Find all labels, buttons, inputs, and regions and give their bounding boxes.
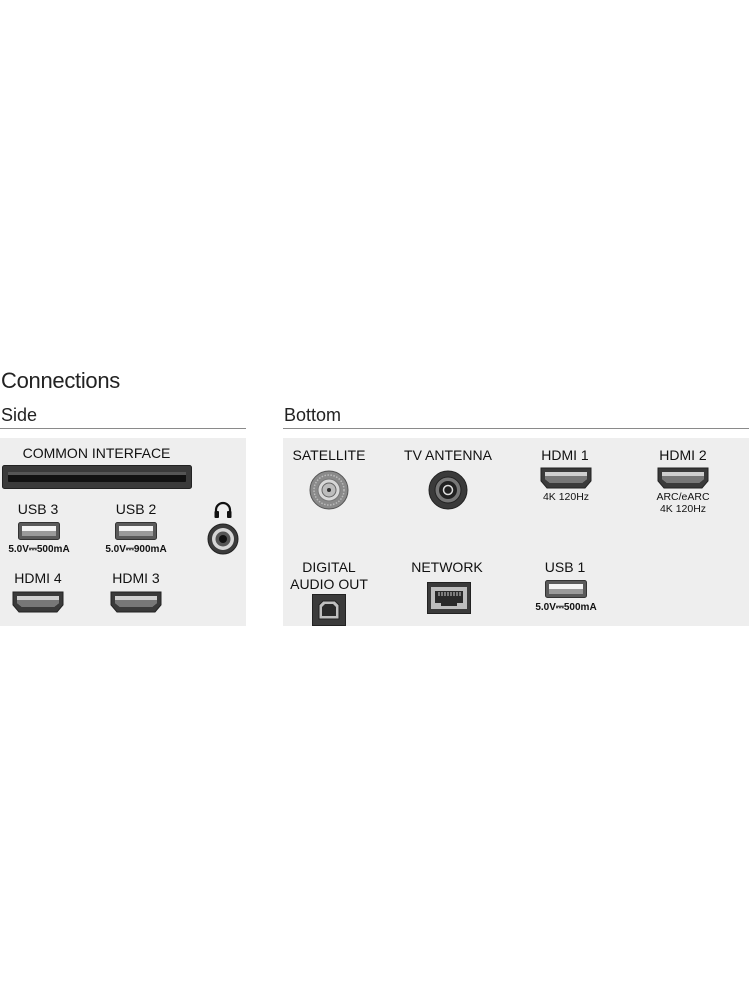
usb3-spec: 5.0V⎓500mA [8,544,70,555]
satellite-label: SATELLITE [292,447,366,463]
hdmi2-port-icon [657,467,709,489]
common-interface-slot [2,465,192,489]
hdmi3-label: HDMI 3 [112,570,160,586]
hdmi1-label: HDMI 1 [541,447,589,463]
digital-audio-out-label-line2: AUDIO OUT [290,576,368,592]
headphones-icon [213,501,233,519]
bottom-divider [283,428,749,429]
common-interface-label: COMMON INTERFACE [22,445,171,461]
side-divider [0,428,246,429]
section-side-title: Side [1,405,38,425]
satellite-connector-icon [309,470,349,510]
tv-antenna-label: TV ANTENNA [404,447,492,463]
digital-audio-out-label-line1: DIGITAL [302,559,356,575]
usb3-port-icon [18,522,60,540]
tv-antenna-connector-icon [428,470,468,510]
usb2-spec: 5.0V⎓900mA [105,544,167,555]
hdmi2-label: HDMI 2 [659,447,707,463]
network-label: NETWORK [411,559,483,575]
usb2-port-icon [115,522,157,540]
hdmi1-port-icon [540,467,592,489]
usb3-label: USB 3 [17,501,59,517]
hdmi1-spec: 4K 120Hz [542,491,590,503]
section-bottom-title: Bottom [284,405,342,425]
hdmi4-port-icon [12,591,64,613]
hdmi2-spec-arc: ARC/eARC [656,491,710,503]
optical-audio-port-icon [312,594,346,626]
headphone-jack-icon [207,523,239,555]
ethernet-port-icon [427,582,471,614]
hdmi4-label: HDMI 4 [14,570,62,586]
hdmi3-port-icon [110,591,162,613]
usb1-spec: 5.0V⎓500mA [535,602,597,613]
usb2-label: USB 2 [115,501,157,517]
hdmi2-spec-refresh: 4K 120Hz [659,503,707,515]
usb1-label: USB 1 [544,559,586,575]
page-title: Connections [1,368,120,393]
usb1-port-icon [545,580,587,598]
